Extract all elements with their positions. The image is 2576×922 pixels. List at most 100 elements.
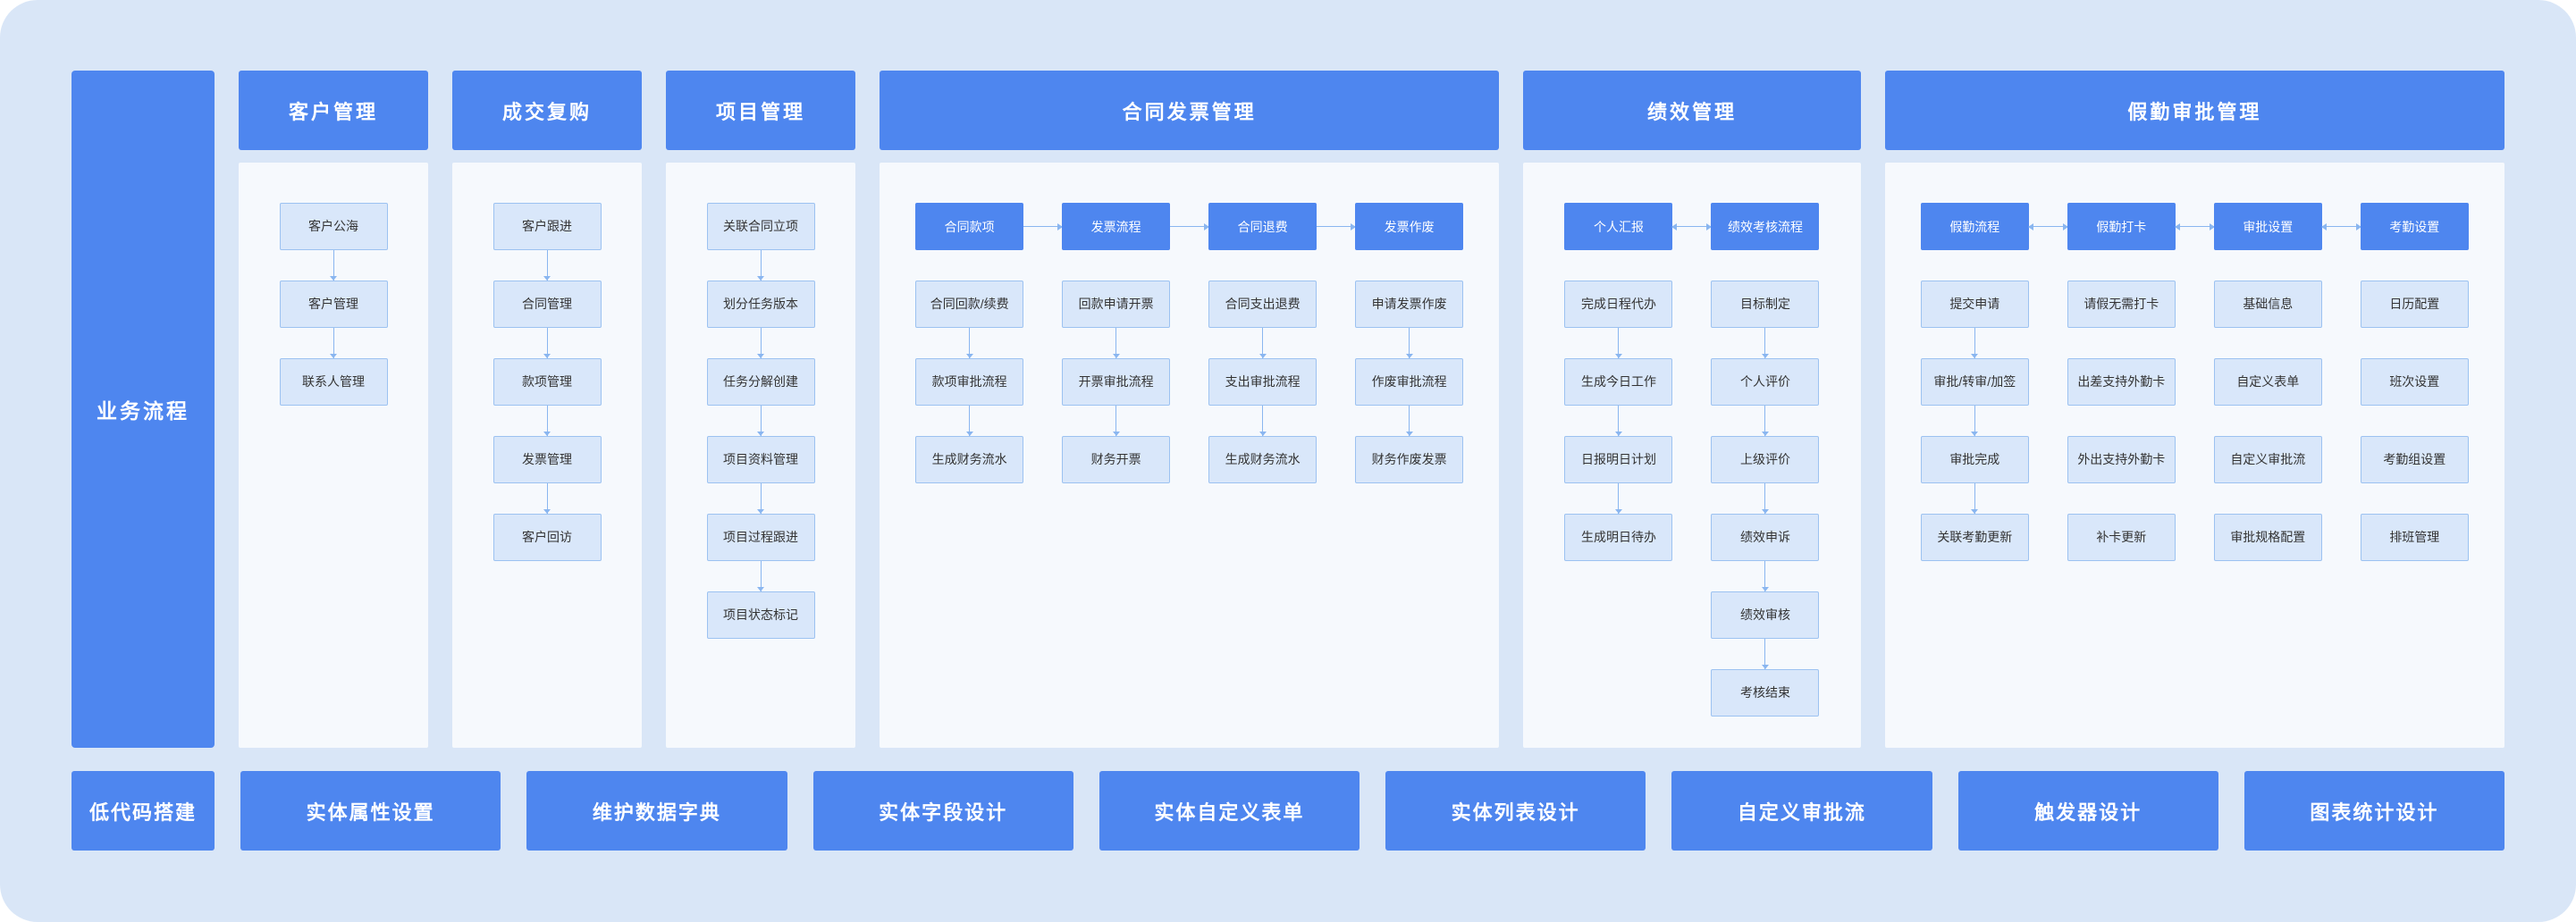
flow-node: 审批规格配置 — [2213, 514, 2322, 561]
arrow-down-icon — [330, 328, 337, 358]
flow-node: 任务分解创建 — [706, 358, 815, 406]
subflow-personal-report: 个人汇报 完成日程代办 生成今日工作 日报明日计划 生成明日待办 — [1564, 203, 1713, 748]
subflow-title: 假勤打卡 — [2096, 219, 2147, 234]
flow-node: 考勤组设置 — [2360, 436, 2469, 483]
section-project-mgmt: 项目管理 关联合同立项 划分任务版本 任务分解创建 项目资料管理 项目过程跟进 … — [666, 71, 855, 748]
flow-node: 日历配置 — [2360, 281, 2469, 328]
subflow-title: 个人汇报 — [1593, 219, 1644, 234]
section-body: 客户跟进 合同管理 款项管理 发票管理 客户回访 — [452, 163, 642, 748]
arrow-down-icon — [1405, 406, 1413, 436]
flow-node: 开票审批流程 — [1062, 358, 1171, 406]
flow-node: 审批/转审/加签 — [1920, 358, 2029, 406]
arrow-down-icon — [1971, 328, 1979, 358]
flow-node: 申请发票作废 — [1355, 281, 1464, 328]
flow-node: 外出支持外勤卡 — [2067, 436, 2176, 483]
section-header: 成交复购 — [452, 71, 642, 150]
subflow-contract-refund: 合同退费 合同支出退费 支出审批流程 生成财务流水 — [1208, 203, 1357, 748]
flow-node: 补卡更新 — [2067, 514, 2176, 561]
flow-node: 关联合同立项 — [706, 203, 815, 250]
arrow-down-icon — [1971, 406, 1979, 436]
flow-node: 日报明日计划 — [1564, 436, 1673, 483]
section-header: 合同发票管理 — [880, 71, 1500, 150]
subflow-attendance-punch: 假勤打卡 请假无需打卡 出差支持外勤卡 外出支持外勤卡 补卡更新 — [2067, 203, 2215, 748]
section-title: 项目管理 — [715, 100, 805, 123]
section-performance: 绩效管理 个人汇报 完成日程代办 生成今日工作 日报明日计划 生成明日待办 — [1523, 71, 1861, 748]
flow-node: 生成明日待办 — [1564, 514, 1673, 561]
section-title: 绩效管理 — [1646, 100, 1737, 123]
arrow-down-icon — [1112, 406, 1120, 436]
arrow-down-icon — [1761, 406, 1769, 436]
sidebar-business-process: 业务流程 — [72, 71, 215, 748]
arrow-down-icon — [543, 483, 551, 514]
flow-node: 考核结束 — [1711, 669, 1820, 717]
flow-node: 划分任务版本 — [706, 281, 815, 328]
subflow-title: 假勤流程 — [1949, 219, 2000, 234]
arrow-right-icon — [1317, 222, 1357, 230]
arrow-down-icon — [757, 561, 764, 591]
section-title: 假勤审批管理 — [2127, 100, 2262, 123]
subflow-title: 审批设置 — [2243, 219, 2294, 234]
arrow-down-icon — [543, 250, 551, 281]
flow-project: 关联合同立项 划分任务版本 任务分解创建 项目资料管理 项目过程跟进 项目状态标… — [706, 203, 815, 748]
section-contract-invoice: 合同发票管理 合同款项 合同回款/续费 款项审批流程 生成财务流水 发票流 — [880, 71, 1500, 748]
arrow-down-icon — [1971, 483, 1979, 514]
arrow-right-icon — [1170, 222, 1210, 230]
bottom-item-trigger-design: 触发器设计 — [1957, 771, 2218, 851]
flow-node: 合同支出退费 — [1208, 281, 1317, 328]
flow-node: 款项管理 — [492, 358, 602, 406]
section-body: 个人汇报 完成日程代办 生成今日工作 日报明日计划 生成明日待办 绩效考核流程 … — [1523, 163, 1861, 748]
subflow-performance-review: 绩效考核流程 目标制定 个人评价 上级评价 绩效申诉 绩效审核 考核结束 — [1711, 203, 1820, 748]
arrow-down-icon — [757, 483, 764, 514]
flow-node: 客户管理 — [279, 281, 388, 328]
flow-node: 自定义审批流 — [2213, 436, 2322, 483]
arrow-down-icon — [1614, 483, 1622, 514]
arrow-down-icon — [965, 406, 973, 436]
flow-node: 款项审批流程 — [915, 358, 1024, 406]
diagram-top-area: 业务流程 客户管理 客户公海 客户管理 联系人管理 成交复购 — [72, 71, 2504, 748]
flow-node: 生成今日工作 — [1564, 358, 1673, 406]
flow-node: 个人评价 — [1711, 358, 1820, 406]
arrow-down-icon — [1761, 483, 1769, 514]
subflow-title: 发票作废 — [1384, 219, 1435, 234]
subflow-header: 发票流程 — [1062, 203, 1210, 250]
section-body: 关联合同立项 划分任务版本 任务分解创建 项目资料管理 项目过程跟进 项目状态标… — [666, 163, 855, 748]
flow-node: 基础信息 — [2213, 281, 2322, 328]
flow-node: 出差支持外勤卡 — [2067, 358, 2176, 406]
arrow-down-icon — [543, 328, 551, 358]
arrow-down-icon — [543, 406, 551, 436]
section-customer-mgmt: 客户管理 客户公海 客户管理 联系人管理 — [239, 71, 428, 748]
subflow-header: 审批设置 — [2213, 203, 2361, 250]
subflow-header: 发票作废 — [1355, 203, 1464, 250]
flow-node: 项目资料管理 — [706, 436, 815, 483]
flow-node: 上级评价 — [1711, 436, 1820, 483]
bottom-item-lowcode-build: 低代码搭建 — [72, 771, 215, 851]
section-body: 假勤流程 提交申请 审批/转审/加签 审批完成 关联考勤更新 假勤打卡 — [1884, 163, 2504, 748]
subflow-header: 假勤打卡 — [2067, 203, 2215, 250]
subflow-attendance-settings: 考勤设置 日历配置 班次设置 考勤组设置 排班管理 — [2360, 203, 2469, 748]
flow-node: 联系人管理 — [279, 358, 388, 406]
flow-node: 财务作废发票 — [1355, 436, 1464, 483]
flow-node: 项目状态标记 — [706, 591, 815, 639]
sidebar-label: 业务流程 — [97, 399, 189, 423]
subflow-title: 绩效考核流程 — [1727, 219, 1803, 234]
flow-node: 绩效申诉 — [1711, 514, 1820, 561]
flow-node: 合同管理 — [492, 281, 602, 328]
arrow-down-icon — [1761, 561, 1769, 591]
arrow-down-icon — [1259, 328, 1267, 358]
section-title: 成交复购 — [501, 100, 592, 123]
section-header: 假勤审批管理 — [1884, 71, 2504, 150]
flow-node: 回款申请开票 — [1062, 281, 1171, 328]
section-body: 客户公海 客户管理 联系人管理 — [239, 163, 428, 748]
flow-node: 客户回访 — [492, 514, 602, 561]
subflow-header: 绩效考核流程 — [1711, 203, 1820, 250]
section-attendance-approval: 假勤审批管理 假勤流程 提交申请 审批/转审/加签 审批完成 关联考勤更新 — [1884, 71, 2504, 748]
arrow-down-icon — [1614, 406, 1622, 436]
subflow-header: 合同退费 — [1208, 203, 1357, 250]
arrow-double-icon — [2027, 222, 2068, 230]
arrow-down-icon — [965, 328, 973, 358]
section-header: 绩效管理 — [1523, 71, 1861, 150]
flow-node: 目标制定 — [1711, 281, 1820, 328]
arrow-down-icon — [330, 250, 337, 281]
flow-node: 生成财务流水 — [915, 436, 1024, 483]
arrow-double-icon — [2174, 222, 2215, 230]
